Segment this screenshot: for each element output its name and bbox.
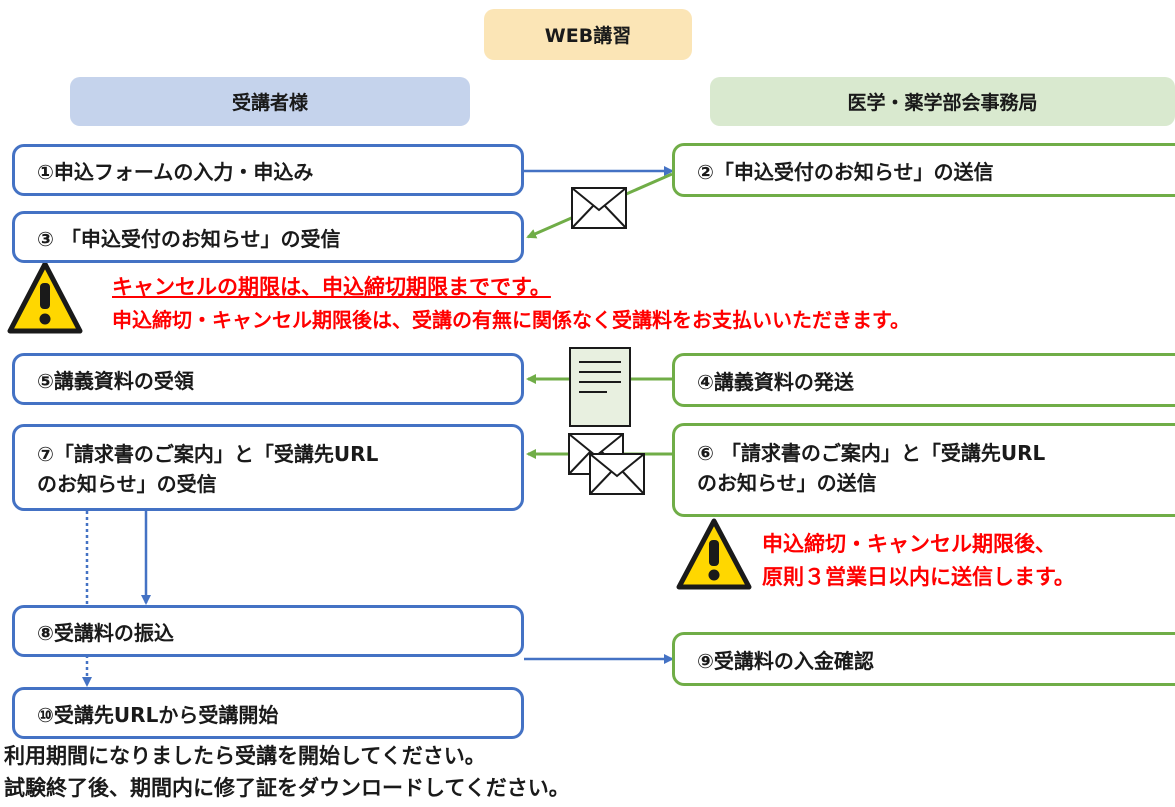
step-5-receive-materials: ⑤講義資料の受領 xyxy=(12,353,524,405)
footer-note-1: 利用期間になりましたら受講を開始してください。 xyxy=(4,744,486,768)
step-8-pay-fee: ⑧受講料の振込 xyxy=(12,605,524,657)
step-6-line-2: のお知らせ」の送信 xyxy=(697,471,877,495)
document-icon xyxy=(569,347,631,427)
step-7-line-1: ⑦「請求書のご案内」と「受講先URL xyxy=(37,442,379,466)
envelope-icon xyxy=(589,453,645,495)
warning-icon xyxy=(676,518,752,590)
page-title: WEB講習 xyxy=(484,9,692,60)
step-2-send-confirmation: ②「申込受付のお知らせ」の送信 xyxy=(672,143,1175,197)
footer-note-2: 試験終了後、期間内に修了証をダウンロードしてください。 xyxy=(4,776,570,800)
step-1-application-form: ①申込フォームの入力・申込み xyxy=(12,144,524,196)
warning-icon xyxy=(7,261,83,334)
step-4-send-materials: ④講義資料の発送 xyxy=(672,353,1175,407)
envelope-icon xyxy=(571,187,627,229)
lane-header-office: 医学・薬学部会事務局 xyxy=(710,77,1175,126)
step-9-confirm-payment: ⑨受講料の入金確認 xyxy=(672,632,1175,686)
step-6-send-invoice-url: ⑥ 「請求書のご案内」と「受講先URL のお知らせ」の送信 xyxy=(672,423,1175,517)
lane-header-applicant: 受講者様 xyxy=(70,77,470,126)
step-10-start-course: ⑩受講先URLから受講開始 xyxy=(12,687,524,739)
cancel-fee-warning: 申込締切・キャンセル期限後は、受講の有無に関係なく受講料をお支払いいただきます。 xyxy=(112,308,910,332)
step-6-line-1: ⑥ 「請求書のご案内」と「受講先URL xyxy=(697,441,1046,465)
step-7-line-2: のお知らせ」の受信 xyxy=(37,472,217,496)
send-timing-warning-line-2: 原則３営業日以内に送信します。 xyxy=(762,565,1075,589)
send-timing-warning-line-1: 申込締切・キャンセル期限後、 xyxy=(762,532,1056,556)
step-3-receive-confirmation: ③ 「申込受付のお知らせ」の受信 xyxy=(12,211,524,263)
cancel-deadline-warning: キャンセルの期限は、申込締切期限までです。 xyxy=(112,275,551,299)
step-7-receive-invoice-url: ⑦「請求書のご案内」と「受講先URL のお知らせ」の受信 xyxy=(12,424,524,511)
